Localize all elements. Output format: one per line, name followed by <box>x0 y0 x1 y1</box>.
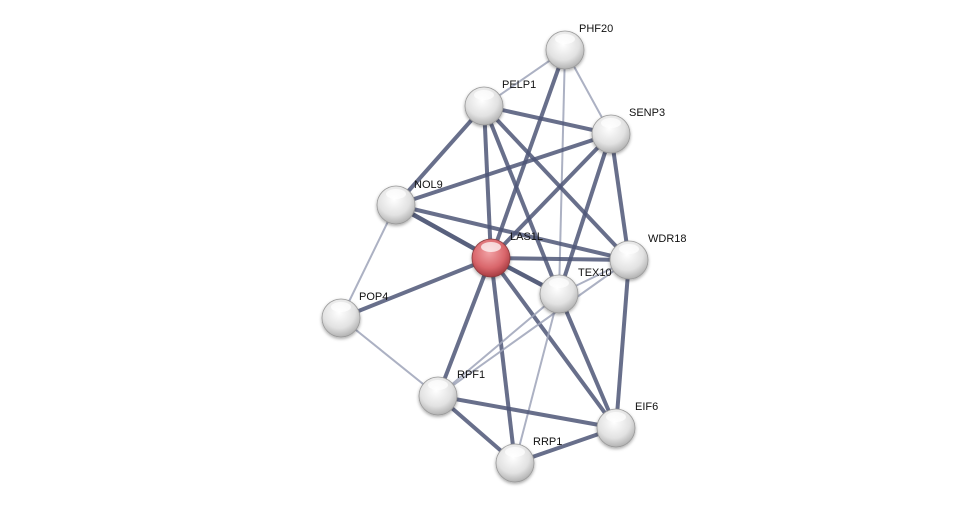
node-senp3[interactable]: SENP3 <box>591 107 665 154</box>
edge-pelp1-senp3[interactable] <box>483 104 612 136</box>
node-highlight <box>549 278 569 288</box>
edge-pelp1-tex10[interactable] <box>482 105 561 295</box>
node-tex10[interactable]: TEX10 <box>539 267 612 314</box>
edge-wdr18-eif6[interactable] <box>614 259 631 429</box>
edge-pop4-rpf1[interactable] <box>340 317 439 397</box>
edge-phf20-tex10[interactable] <box>558 49 566 295</box>
node-label: LAS1L <box>510 231 543 243</box>
node-highlight <box>601 118 621 128</box>
node-label: RRP1 <box>533 436 562 448</box>
node-label: SENP3 <box>629 107 665 119</box>
node-highlight <box>428 380 448 390</box>
node-label: WDR18 <box>648 233 687 245</box>
edge-senp3-nol9[interactable] <box>395 132 612 207</box>
edge-tex10-rpf1[interactable] <box>437 293 560 397</box>
node-las1l[interactable]: LAS1L <box>471 231 543 278</box>
edge-nol9-wdr18[interactable] <box>395 203 630 262</box>
node-highlight <box>555 34 575 44</box>
node-highlight <box>386 189 406 199</box>
node-phf20[interactable]: PHF20 <box>545 23 613 70</box>
edge-las1l-rpf1[interactable] <box>436 257 493 397</box>
edge-las1l-rrp1[interactable] <box>489 257 517 464</box>
node-rrp1[interactable]: RRP1 <box>495 436 562 483</box>
node-nol9[interactable]: NOL9 <box>376 179 443 225</box>
node-highlight <box>606 412 626 422</box>
node-rpf1[interactable]: RPF1 <box>418 369 485 416</box>
node-wdr18[interactable]: WDR18 <box>609 233 687 280</box>
edge-pelp1-wdr18[interactable] <box>482 104 631 262</box>
node-pop4[interactable]: POP4 <box>321 291 388 338</box>
edge-nol9-pop4[interactable] <box>340 204 397 319</box>
node-label: TEX10 <box>578 267 612 279</box>
edge-las1l-eif6[interactable] <box>489 256 618 430</box>
edge-pelp1-nol9[interactable] <box>394 104 486 207</box>
node-label: NOL9 <box>414 179 443 191</box>
node-pelp1[interactable]: PELP1 <box>464 79 536 126</box>
node-label: EIF6 <box>635 401 658 413</box>
node-label: PELP1 <box>502 79 536 91</box>
node-highlight <box>474 90 494 100</box>
node-highlight <box>619 244 639 254</box>
edge-rpf1-eif6[interactable] <box>437 394 617 430</box>
edge-pelp1-las1l[interactable] <box>482 105 493 259</box>
edge-las1l-wdr18[interactable] <box>490 256 630 262</box>
edge-senp3-tex10[interactable] <box>557 133 613 295</box>
node-label: PHF20 <box>579 23 613 35</box>
edge-tex10-rrp1[interactable] <box>514 293 560 464</box>
edge-wdr18-rpf1[interactable] <box>437 259 630 397</box>
edge-las1l-pop4[interactable] <box>340 256 492 320</box>
node-highlight <box>505 447 525 457</box>
node-label: POP4 <box>359 291 388 303</box>
edge-senp3-wdr18[interactable] <box>609 133 631 261</box>
edge-tex10-eif6[interactable] <box>557 293 618 429</box>
node-label: RPF1 <box>457 369 485 381</box>
node-eif6[interactable]: EIF6 <box>596 401 658 448</box>
edge-senp3-las1l[interactable] <box>489 132 613 260</box>
node-highlight <box>331 302 351 312</box>
node-highlight <box>481 242 501 252</box>
